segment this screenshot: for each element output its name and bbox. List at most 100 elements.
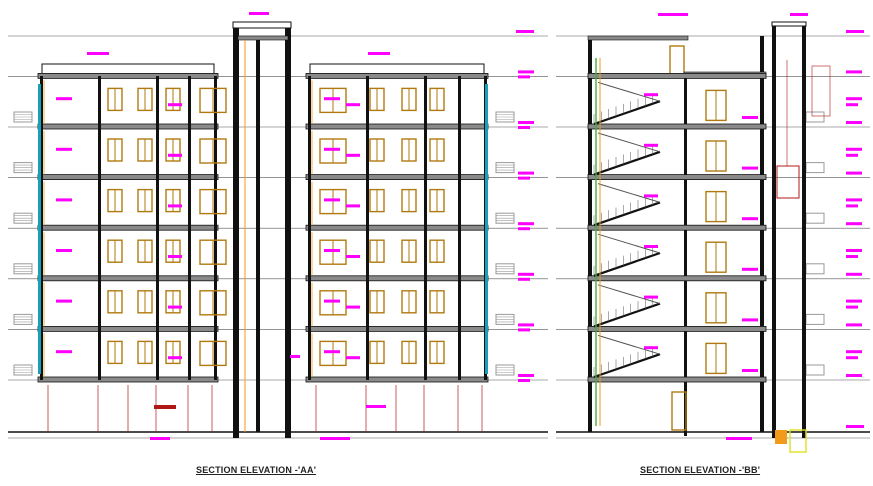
section-aa-title: SECTION ELEVATION -'AA' bbox=[196, 465, 317, 475]
annotation-tag bbox=[324, 198, 340, 202]
annotation-tag bbox=[846, 356, 858, 360]
annotation-tag bbox=[846, 204, 858, 208]
staircase-icon bbox=[593, 183, 661, 227]
sunshade-icon bbox=[805, 364, 825, 376]
annotation-tag bbox=[56, 350, 72, 354]
bb-floor-slab bbox=[587, 174, 767, 181]
annotation-tag bbox=[790, 13, 808, 16]
annotation-tag bbox=[518, 227, 530, 231]
annotation-tag bbox=[518, 277, 530, 281]
annotation-tag bbox=[346, 356, 360, 360]
bb-floor-slab bbox=[587, 123, 767, 130]
annotation-tag bbox=[846, 425, 864, 428]
stair-flight-upper bbox=[597, 132, 661, 153]
sunshade-icon bbox=[805, 111, 825, 123]
annotation-tag bbox=[56, 147, 72, 151]
annotation-tag bbox=[846, 171, 862, 175]
stair-flight bbox=[593, 100, 661, 126]
floor-slab bbox=[37, 376, 219, 383]
annotation-tag bbox=[168, 153, 182, 157]
annotation-tag bbox=[168, 103, 182, 107]
annotation-tag bbox=[518, 272, 534, 276]
annotation-tag bbox=[644, 245, 658, 248]
annotation-tag bbox=[56, 299, 72, 303]
column bbox=[424, 76, 427, 380]
annotation-tag bbox=[846, 272, 862, 276]
column bbox=[458, 76, 461, 380]
annotation-tag bbox=[846, 153, 858, 157]
column bbox=[98, 76, 101, 380]
annotation-tag bbox=[518, 70, 534, 74]
core-wall-left bbox=[233, 28, 239, 438]
lift-wall-left bbox=[772, 26, 776, 438]
annotation-tag bbox=[324, 249, 340, 252]
floor-slab bbox=[305, 376, 489, 383]
bb-floor-slab bbox=[587, 376, 767, 383]
annotation-tag bbox=[150, 437, 170, 440]
annotation-tag bbox=[846, 350, 862, 354]
lift-car-icon bbox=[776, 165, 800, 199]
annotation-tag bbox=[324, 299, 340, 303]
staircase-icon bbox=[593, 132, 661, 176]
annotation-tag bbox=[846, 323, 862, 327]
lift-pit-box bbox=[789, 429, 807, 453]
annotation-tag bbox=[742, 166, 758, 170]
annotation-tag bbox=[742, 369, 758, 372]
annotation-tag bbox=[518, 379, 530, 382]
annotation-tag bbox=[518, 176, 530, 180]
stair-flight bbox=[593, 302, 661, 328]
annotation-tag bbox=[324, 350, 340, 354]
annotation-tag bbox=[168, 305, 182, 309]
glazing-strip bbox=[485, 84, 488, 374]
annotation-tag bbox=[56, 97, 72, 101]
sunshade-icon bbox=[805, 162, 825, 174]
annotation-tag bbox=[742, 267, 758, 271]
annotation-tag bbox=[324, 97, 340, 101]
bb-top-slab bbox=[587, 35, 689, 41]
section-bb-title: SECTION ELEVATION -'BB' bbox=[640, 465, 761, 475]
annotation-tag bbox=[518, 75, 530, 79]
bb-left-wall bbox=[588, 36, 592, 432]
core-headroom bbox=[232, 21, 292, 29]
annotation-tag bbox=[846, 30, 864, 33]
annotation-tag bbox=[346, 204, 360, 208]
column bbox=[188, 76, 191, 380]
annotation-tag bbox=[249, 12, 269, 15]
annotation-tag bbox=[168, 356, 182, 360]
annotation-tag bbox=[644, 143, 658, 147]
annotation-tag bbox=[644, 93, 658, 97]
annotation-tag bbox=[846, 198, 862, 202]
stair-flight-upper bbox=[597, 334, 661, 355]
core-top-slab bbox=[237, 35, 289, 41]
lift-pit-marker bbox=[775, 430, 787, 444]
annotation-tag bbox=[324, 147, 340, 151]
annotation-tag bbox=[726, 437, 752, 440]
annotation-tag bbox=[846, 70, 862, 74]
annotation-tag bbox=[168, 255, 182, 258]
column bbox=[156, 76, 159, 380]
stair-flight-upper bbox=[597, 81, 661, 102]
annotation-tag bbox=[290, 355, 300, 358]
sunshade-icon bbox=[805, 313, 825, 325]
annotation-tag bbox=[518, 121, 534, 124]
annotation-tag bbox=[518, 171, 534, 175]
core-wall-right bbox=[285, 28, 291, 438]
annotation-tag bbox=[516, 30, 534, 33]
lift-machine-outline bbox=[811, 65, 831, 117]
bb-stair-wall bbox=[684, 76, 687, 436]
annotation-tag bbox=[742, 116, 758, 119]
stair-flight bbox=[593, 251, 661, 277]
staircase-icon bbox=[593, 233, 661, 277]
staircase-icon bbox=[593, 334, 661, 379]
annotation-tag bbox=[644, 194, 658, 198]
stair-flight bbox=[593, 150, 661, 176]
annotation-tag bbox=[87, 52, 109, 55]
annotation-tag bbox=[846, 255, 858, 258]
sunshade-icon bbox=[805, 263, 825, 275]
annotation-tag bbox=[846, 249, 862, 252]
annotation-tag bbox=[644, 346, 658, 350]
annotation-tag bbox=[846, 222, 862, 226]
glazing-strip bbox=[38, 84, 41, 374]
stair-flight bbox=[593, 353, 661, 379]
